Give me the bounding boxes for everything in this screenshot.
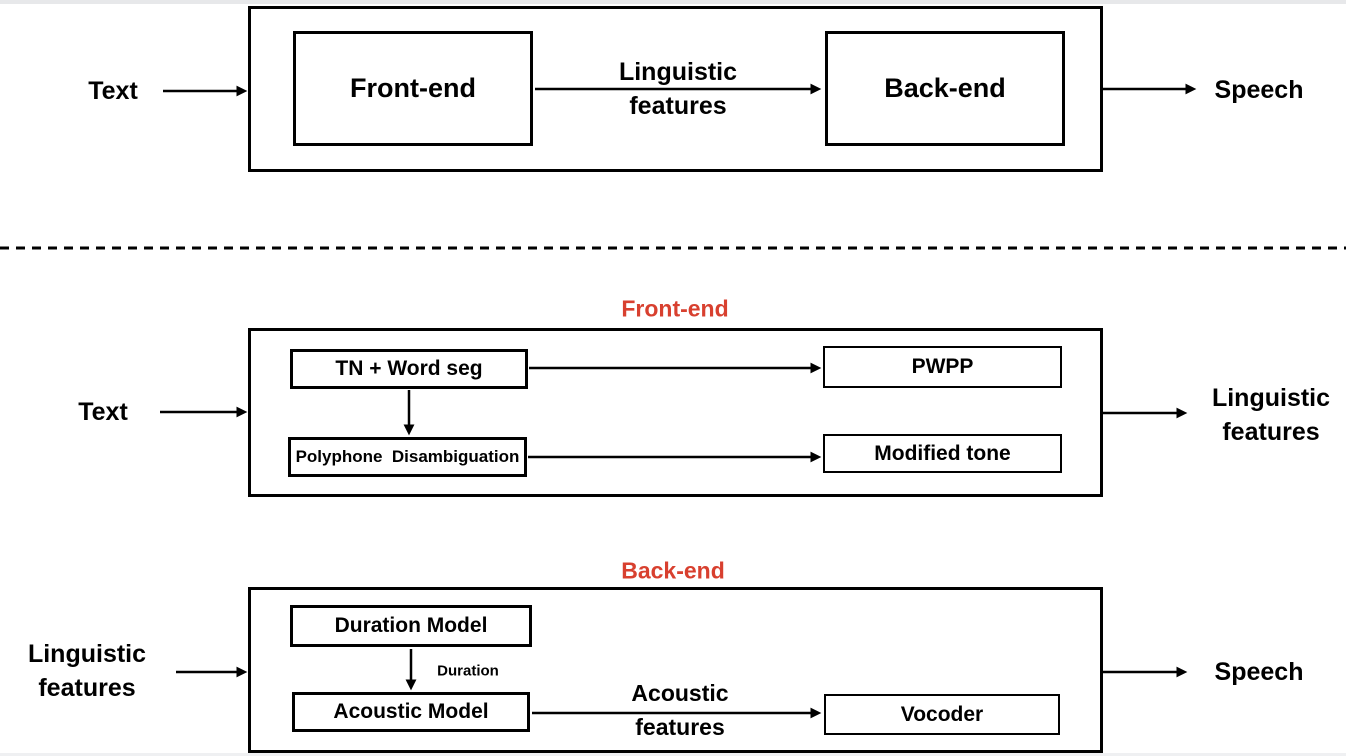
duration-model-box: Duration Model bbox=[290, 605, 532, 647]
vocoder-box-label: Vocoder bbox=[900, 702, 984, 726]
overview-linguistic-features-label: Linguistic features bbox=[618, 58, 738, 120]
frontend-detail-input-label: Text bbox=[78, 398, 128, 426]
polyphone-disambiguation-box: Polyphone Disambiguation bbox=[288, 437, 527, 477]
backend-detail-title: Back-end bbox=[621, 557, 725, 584]
overview-input-label: Text bbox=[88, 77, 138, 105]
frontend-detail-title: Front-end bbox=[621, 295, 729, 322]
acoustic-model-box-label: Acoustic Model bbox=[333, 700, 489, 723]
vocoder-box: Vocoder bbox=[824, 694, 1060, 735]
backend-detail-input-label: Linguistic features bbox=[27, 640, 147, 702]
frontend-detail-output-label: Linguistic features bbox=[1211, 384, 1331, 446]
backend-detail-output-label: Speech bbox=[1214, 658, 1304, 686]
page-edge-bottom bbox=[0, 753, 1346, 756]
tn-word-seg-box-label: TN + Word seg bbox=[335, 357, 483, 380]
page-edge-top bbox=[0, 0, 1346, 4]
overview-frontend-box: Front-end bbox=[293, 31, 533, 146]
acoustic-features-arrow-label: Acoustic features bbox=[631, 680, 729, 740]
polyphone-disambiguation-box-label: Polyphone Disambiguation bbox=[295, 447, 520, 466]
overview-frontend-box-label: Front-end bbox=[350, 73, 476, 103]
acoustic-model-box: Acoustic Model bbox=[292, 692, 530, 732]
pwpp-box: PWPP bbox=[823, 346, 1062, 388]
overview-backend-box-label: Back-end bbox=[884, 73, 1006, 103]
modified-tone-box: Modified tone bbox=[823, 434, 1062, 473]
modified-tone-box-label: Modified tone bbox=[874, 441, 1011, 465]
overview-output-label: Speech bbox=[1214, 76, 1304, 104]
duration-model-box-label: Duration Model bbox=[334, 614, 488, 637]
duration-arrow-label: Duration bbox=[437, 662, 499, 680]
pwpp-box-label: PWPP bbox=[911, 355, 974, 378]
overview-backend-box: Back-end bbox=[825, 31, 1065, 146]
tn-word-seg-box: TN + Word seg bbox=[290, 349, 528, 389]
